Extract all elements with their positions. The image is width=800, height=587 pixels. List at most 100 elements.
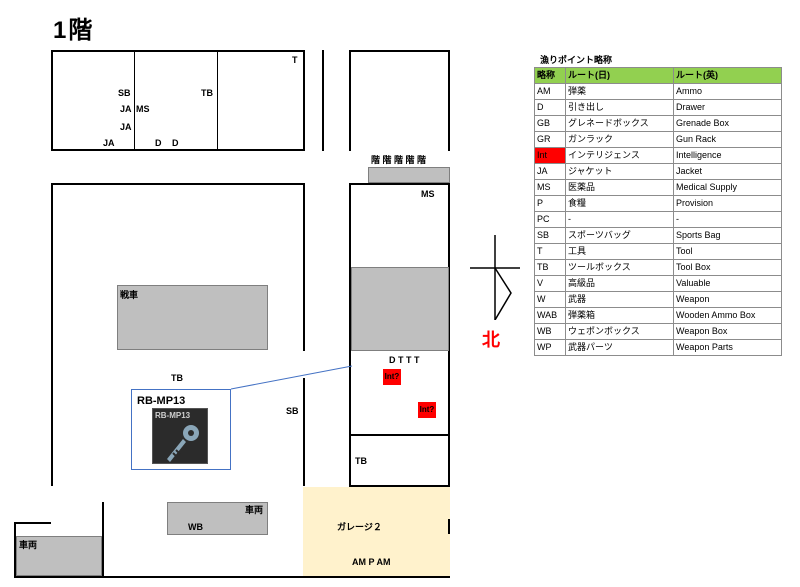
legend-cell-ja: 引き出し (565, 99, 674, 116)
wall (322, 50, 324, 151)
wall (51, 149, 304, 151)
loot-label: JA (103, 138, 115, 148)
wall (349, 485, 450, 487)
legend-cell-ja: 武器 (565, 291, 674, 308)
loot-label: WB (188, 522, 203, 532)
garage-label: ガレージ２ (337, 522, 382, 532)
north-label: 北 (482, 330, 500, 350)
wall (51, 50, 304, 52)
legend-cell-en: Provision (673, 195, 782, 212)
loot-label: TB (201, 88, 213, 98)
intel-marker: Int? (418, 402, 436, 418)
garage-area (303, 487, 450, 577)
legend-cell-abbr: W (534, 291, 566, 308)
legend-cell-ja: グレネードボックス (565, 115, 674, 132)
gray-room-right (351, 267, 449, 351)
tank-label: 戦車 (120, 290, 139, 300)
legend-header-row: 略称 ルート(日) ルート(英) (534, 67, 782, 84)
legend-cell-en: Medical Supply (673, 179, 782, 196)
legend-header: ルート(日) (565, 67, 674, 84)
loot-label: MS (136, 104, 150, 114)
legend-cell-ja: ツールボックス (565, 259, 674, 276)
wall (14, 522, 16, 577)
legend-cell-abbr: T (534, 243, 566, 260)
legend-cell-abbr: V (534, 275, 566, 292)
wall (349, 183, 351, 351)
loot-label: JA (120, 104, 132, 114)
legend-cell-abbr: WB (534, 323, 566, 340)
legend-cell-abbr: JA (534, 163, 566, 180)
vehicle-label: 車両 (245, 505, 264, 515)
legend-cell-ja: 武器パーツ (565, 339, 674, 356)
loot-label: TB (171, 373, 183, 383)
callout-title: RB-MP13 (137, 395, 186, 407)
loot-label: SB (286, 406, 299, 416)
legend-cell-ja: スポーツバッグ (565, 227, 674, 244)
legend-cell-en: Grenade Box (673, 115, 782, 132)
wall (102, 502, 104, 577)
legend-cell-ja: 工具 (565, 243, 674, 260)
wall (303, 183, 305, 351)
legend-cell-abbr: GB (534, 115, 566, 132)
legend-cell-en: Sports Bag (673, 227, 782, 244)
legend-cell-abbr: WP (534, 339, 566, 356)
legend-cell-en: Intelligence (673, 147, 782, 164)
legend-cell-en: Weapon (673, 291, 782, 308)
stairs-area (368, 167, 450, 183)
legend-cell-en: Tool Box (673, 259, 782, 276)
legend-cell-abbr: AM (534, 83, 566, 100)
stairs-label: 階 階 階 階 階 (371, 155, 427, 165)
legend-cell-ja: - (565, 211, 674, 228)
wall (51, 50, 53, 151)
legend-cell-ja: 弾薬 (565, 83, 674, 100)
legend-cell-ja: インテリジェンス (565, 147, 674, 164)
legend-cell-ja: 医薬品 (565, 179, 674, 196)
loot-label: D (172, 138, 179, 148)
loot-label: T (292, 55, 298, 65)
legend-cell-ja: 食糧 (565, 195, 674, 212)
legend-cell-en: Valuable (673, 275, 782, 292)
loot-label: MS (421, 189, 435, 199)
wall (51, 183, 304, 185)
wall (349, 50, 351, 151)
wall (303, 50, 305, 151)
legend-cell-en: Weapon Box (673, 323, 782, 340)
loot-label: SB (118, 88, 131, 98)
key-icon: RB-MP13 (152, 408, 208, 464)
legend-title: 漁りポイント略称 (540, 55, 613, 65)
legend-cell-abbr: WAB (534, 307, 566, 324)
wall (349, 434, 450, 436)
legend-cell-abbr: Int (534, 147, 566, 164)
legend-cell-ja: 高級品 (565, 275, 674, 292)
legend-cell-abbr: P (534, 195, 566, 212)
loot-label: D T T T (389, 355, 420, 365)
loot-label: TB (355, 456, 367, 466)
loot-label: AM P AM (352, 557, 391, 567)
legend-cell-en: Ammo (673, 83, 782, 100)
legend-cell-ja: 弾薬箱 (565, 307, 674, 324)
wall (448, 519, 450, 534)
wall (448, 50, 450, 151)
wall (14, 576, 450, 578)
legend-cell-en: Jacket (673, 163, 782, 180)
legend-cell-abbr: MS (534, 179, 566, 196)
legend-cell-en: Weapon Parts (673, 339, 782, 356)
legend-cell-en: - (673, 211, 782, 228)
legend-header: 略称 (534, 67, 566, 84)
wall (14, 522, 51, 524)
wall (349, 183, 450, 185)
